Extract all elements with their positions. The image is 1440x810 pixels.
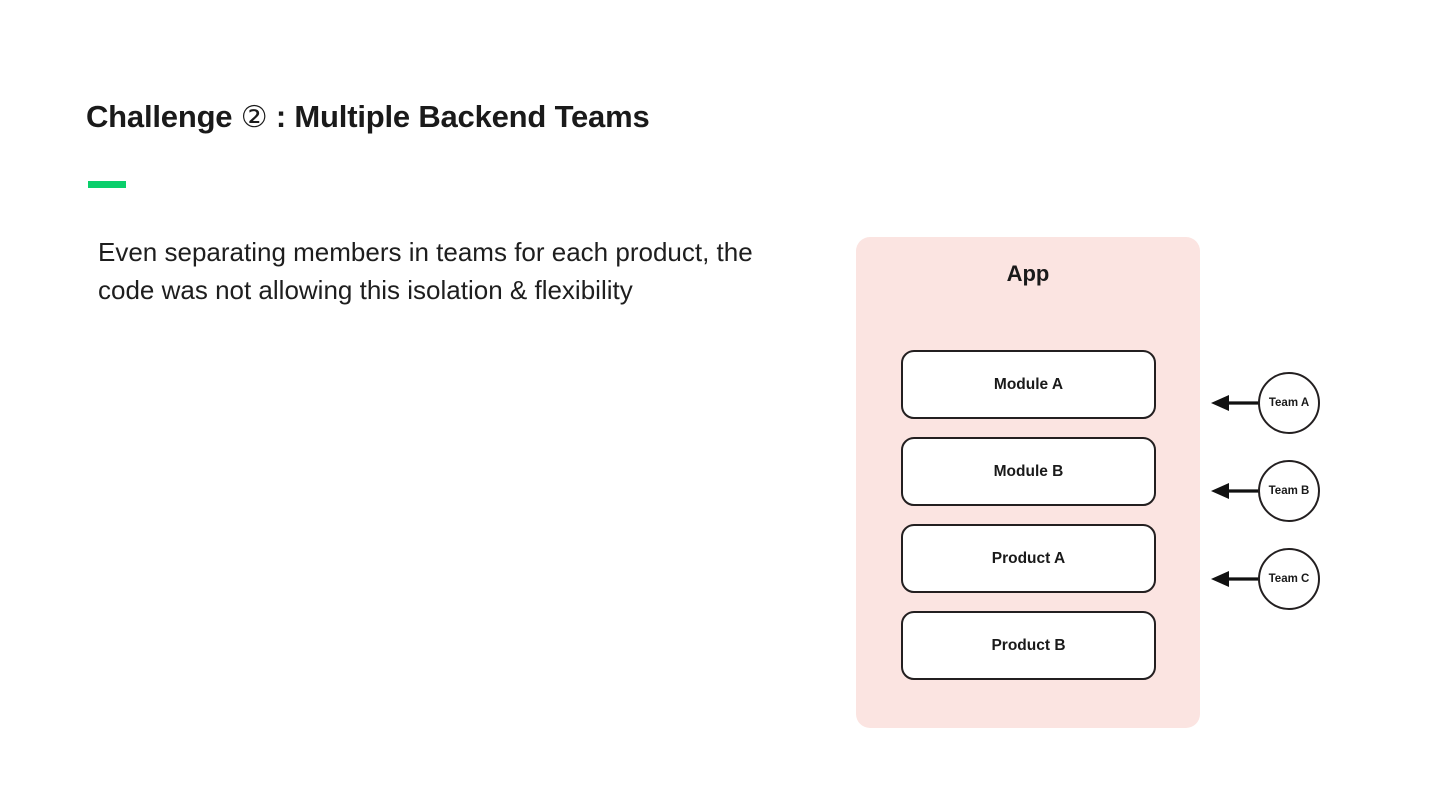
module-label: Module A [993,375,1064,393]
page-title: Challenge ② : Multiple Backend Teams [86,99,650,135]
title-prefix: Challenge [86,99,241,134]
title-suffix: : Multiple Backend Teams [267,99,650,134]
team-label: Team B [1268,485,1310,497]
module-list: Module A Module B Product A Product B [901,350,1156,680]
module-box[interactable]: Module A [901,350,1156,419]
module-label: Product B [991,636,1066,654]
accent-bar [88,181,126,188]
title-number-marker: ② [240,100,268,135]
team-circle-a[interactable]: Team A [1258,372,1320,434]
module-box[interactable]: Product A [901,524,1156,593]
team-circle-b[interactable]: Team B [1258,460,1320,522]
arrow-left-icon [1211,483,1259,499]
team-label: Team A [1268,397,1310,409]
module-box[interactable]: Module B [901,437,1156,506]
module-label: Product A [991,549,1066,567]
module-box[interactable]: Product B [901,611,1156,680]
app-panel: App Module A Module B Product A Product … [856,237,1200,728]
module-label: Module B [993,462,1064,480]
body-paragraph: Even separating members in teams for eac… [98,237,753,305]
app-panel-title: App [1006,261,1050,286]
arrow-left-icon [1211,395,1259,411]
team-label: Team C [1268,573,1310,585]
arrow-left-icon [1211,571,1259,587]
team-circle-c[interactable]: Team C [1258,548,1320,610]
